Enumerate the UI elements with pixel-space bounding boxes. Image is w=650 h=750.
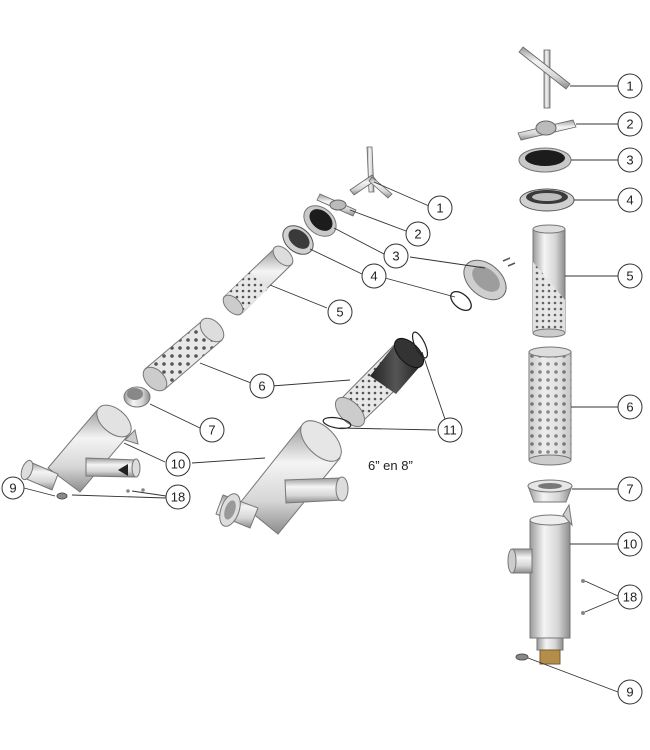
svg-text:11: 11 — [443, 423, 457, 438]
right-part-1-t-handle — [518, 46, 571, 109]
callout-r10: 10 — [617, 531, 643, 557]
svg-text:3: 3 — [626, 153, 633, 168]
svg-text:7: 7 — [626, 482, 633, 497]
left-part-10-y-housing-small — [20, 404, 141, 493]
svg-text:4: 4 — [626, 193, 633, 208]
callout-r3: 3 — [617, 147, 643, 173]
callout-r1: 1 — [617, 73, 643, 99]
svg-text:18: 18 — [623, 590, 637, 605]
svg-text:3: 3 — [392, 249, 399, 264]
svg-text:7: 7 — [208, 423, 215, 438]
callout-l10: 10 — [165, 451, 191, 477]
left-part-9-plug — [56, 492, 68, 500]
svg-text:2: 2 — [414, 227, 421, 242]
left-part-18-screws — [126, 488, 145, 493]
callout-l1: 1 — [427, 195, 453, 221]
left-part-5-fine-screen — [222, 245, 294, 316]
right-part-5-fine-screen — [532, 224, 566, 338]
svg-text:10: 10 — [623, 537, 637, 552]
left-part-3-cover — [303, 205, 337, 237]
svg-text:6: 6 — [626, 400, 633, 415]
svg-text:2: 2 — [626, 117, 633, 132]
callout-l11: 11 — [437, 417, 463, 443]
right-part-18-screws — [581, 579, 585, 615]
left-part-6-coarse-screen — [142, 317, 225, 392]
callout-r7: 7 — [617, 476, 643, 502]
svg-text:9: 9 — [9, 481, 16, 496]
svg-text:18: 18 — [171, 490, 185, 505]
callout-l6: 6 — [249, 373, 275, 399]
callout-r6: 6 — [617, 394, 643, 420]
right-part-3-cover — [518, 147, 572, 173]
callout-r2: 2 — [617, 111, 643, 137]
callout-l4: 4 — [361, 263, 387, 289]
left-callouts: 1 2 3 4 5 6 7 10 11 9 18 — [1, 195, 463, 510]
left-part-11-screen-sleeve — [322, 331, 429, 430]
svg-text:1: 1 — [436, 201, 443, 216]
svg-text:6: 6 — [258, 379, 265, 394]
right-part-6-coarse-screen — [528, 346, 572, 466]
right-callouts: 1 2 3 4 5 6 7 10 18 9 — [617, 73, 643, 705]
left-part-3-flange — [463, 257, 516, 301]
svg-text:5: 5 — [626, 269, 633, 284]
right-part-9-drain-plug — [515, 653, 529, 661]
callout-r5: 5 — [617, 263, 643, 289]
size-caption: 6” en 8” — [368, 458, 413, 473]
left-leader-lines — [23, 181, 486, 499]
svg-text:5: 5 — [336, 305, 343, 320]
callout-r9: 9 — [617, 679, 643, 705]
svg-text:1: 1 — [626, 79, 633, 94]
callout-l2: 2 — [405, 221, 431, 247]
left-part-1-t-handle — [349, 146, 393, 199]
right-part-2-spider — [517, 119, 577, 141]
right-part-7-reducer — [527, 479, 573, 503]
callout-l7: 7 — [199, 417, 225, 443]
svg-text:10: 10 — [171, 457, 185, 472]
callout-r4: 4 — [617, 187, 643, 213]
left-part-4-o-ring — [450, 290, 472, 312]
right-part-4-gasket — [519, 188, 575, 212]
callout-r18: 18 — [617, 584, 643, 610]
svg-text:9: 9 — [626, 685, 633, 700]
right-part-10-housing — [507, 503, 573, 665]
right-leader-lines — [527, 85, 619, 693]
callout-l18: 18 — [165, 484, 191, 510]
callout-l3: 3 — [383, 243, 409, 269]
svg-text:4: 4 — [370, 269, 377, 284]
callout-l9: 9 — [1, 476, 25, 500]
callout-l5: 5 — [327, 299, 353, 325]
left-part-2-spider — [316, 193, 357, 217]
left-part-4-gasket — [282, 225, 314, 255]
left-part-10-y-housing-large — [215, 420, 349, 535]
left-part-7-reducer — [123, 386, 151, 408]
